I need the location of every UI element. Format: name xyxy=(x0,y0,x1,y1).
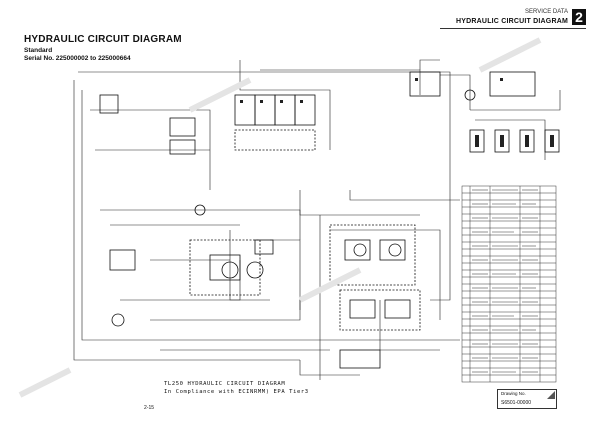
caption-line-2: In Compliance with ECINRMM) EPA Tier3 xyxy=(164,389,309,395)
header-title: HYDRAULIC CIRCUIT DIAGRAM xyxy=(456,18,568,25)
page-title: HYDRAULIC CIRCUIT DIAGRAM xyxy=(24,34,182,45)
header-rule xyxy=(440,28,586,29)
drawing-number-box: Drawing No. S6501-00000 xyxy=(497,389,557,409)
drawing-label: Drawing No. xyxy=(501,391,526,396)
page-subtitle-standard: Standard xyxy=(24,47,53,54)
diagram-caption: TL250 HYDRAULIC CIRCUIT DIAGRAM In Compl… xyxy=(164,380,309,396)
chapter-badge: 2 xyxy=(572,9,586,25)
header-section: SERVICE DATA xyxy=(524,9,568,15)
header-text: SERVICE DATA HYDRAULIC CIRCUIT DIAGRAM xyxy=(456,8,568,26)
page-number: 2-15 xyxy=(144,405,155,411)
drawing-number: S6501-00000 xyxy=(501,400,532,406)
corner-triangle-icon xyxy=(547,391,555,399)
page-subtitle-serial: Serial No. 225000002 to 225000664 xyxy=(24,55,131,62)
page-header: SERVICE DATA HYDRAULIC CIRCUIT DIAGRAM 2 xyxy=(456,6,586,28)
caption-line-1: TL250 HYDRAULIC CIRCUIT DIAGRAM xyxy=(164,381,286,387)
